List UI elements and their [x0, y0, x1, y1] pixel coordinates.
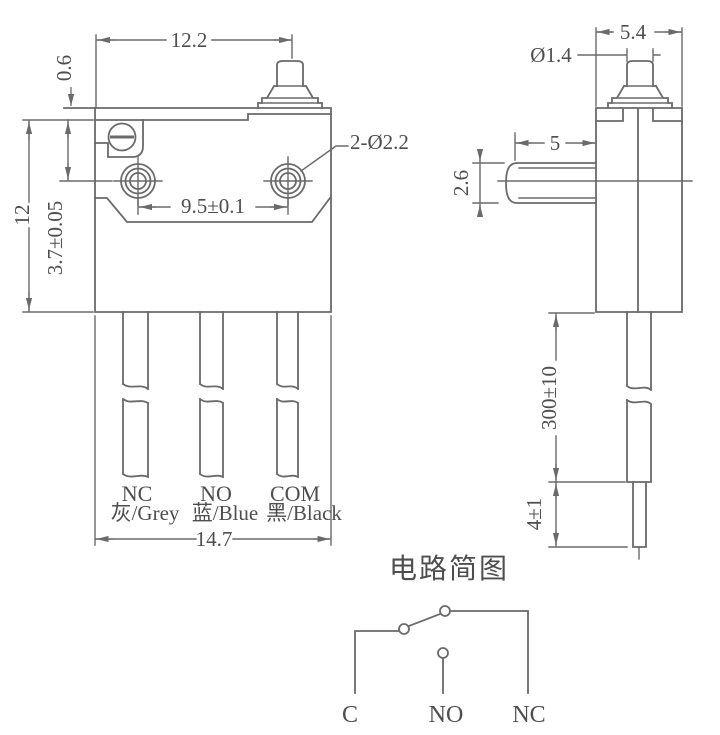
dim-hole-offset-label: 3.7±0.05	[43, 201, 67, 276]
dim-width-top: 12.2	[95, 28, 293, 109]
dim-wire-length-label: 300±10	[537, 366, 561, 430]
circuit-title: 电路简图	[389, 553, 509, 585]
dim-step: 0.6	[52, 55, 76, 106]
side-top-notches	[595, 108, 683, 122]
circuit-nc-line	[449, 610, 529, 694]
dim-boss-height: 2.6	[449, 149, 505, 217]
mounting-hole-left	[113, 156, 163, 206]
dim-depth-label: 5.4	[620, 20, 647, 44]
front-body-outline	[94, 107, 332, 313]
dim-strip-length-label: 4±1	[522, 498, 546, 531]
stripped-conductor	[632, 481, 647, 548]
dim-width-bottom-label: 14.7	[196, 527, 233, 551]
terminal-nc-label: NC	[122, 481, 153, 506]
dim-height-label: 12	[10, 205, 34, 226]
front-plunger-tier-lines	[261, 85, 319, 104]
dim-plunger-dia-label: Ø1.4	[530, 43, 572, 67]
dim-plunger-dia: Ø1.4	[530, 43, 661, 67]
screw-boss-outline	[94, 119, 144, 158]
front-wires	[121, 311, 300, 479]
side-wire	[625, 311, 653, 560]
dim-boss-length: 5	[514, 131, 597, 161]
front-groove-line	[94, 197, 332, 223]
dim-hole-spacing-label: 9.5±0.1	[181, 194, 245, 218]
circuit-nc-contact	[439, 605, 451, 617]
dim-strip-length: 4±1	[522, 481, 628, 548]
dim-boss-height-label: 2.6	[449, 170, 473, 196]
dim-boss-length-label: 5	[550, 131, 561, 155]
circuit-switch-blade	[407, 612, 442, 628]
dim-hole-offset: 3.7±0.05	[43, 119, 113, 276]
holes-callout-label: 2-Ø2.2	[350, 130, 409, 154]
terminal-no-label: NO	[200, 481, 232, 506]
circuit-terminal-no: NO	[429, 702, 464, 728]
front-top-parting-line	[94, 113, 332, 121]
wire-color-black: 黑/Black	[266, 501, 342, 525]
dim-width-bottom: 14.7	[94, 315, 332, 551]
side-body-outline	[595, 107, 683, 313]
terminal-com-label: COM	[270, 481, 320, 506]
side-plunger	[607, 60, 673, 109]
circuit-pivot-contact	[398, 623, 410, 635]
dim-height: 12	[10, 119, 94, 313]
dim-width-top-label: 12.2	[171, 28, 208, 52]
dim-step-label: 0.6	[52, 55, 76, 81]
circuit-diagram: 电路简图 C NO NC	[342, 553, 546, 728]
wire-color-blue: 蓝/Blue	[192, 501, 259, 525]
holes-callout: 2-Ø2.2	[300, 130, 409, 172]
screw-head	[107, 122, 137, 152]
side-boss-inner-lines	[518, 167, 597, 199]
dim-depth: 5.4	[595, 20, 683, 107]
circuit-c-line	[354, 630, 399, 694]
side-view: 5.4 Ø1.4 5 2.6 300±10	[449, 20, 693, 560]
side-plunger-tier-lines	[611, 85, 669, 104]
front-view: NC NO COM 灰/Grey 蓝/Blue 黑/Black 12.2 0.6…	[10, 28, 409, 551]
front-plunger	[257, 60, 323, 109]
circuit-no-contact	[437, 647, 449, 659]
circuit-terminal-nc: NC	[512, 702, 545, 728]
dim-hole-spacing: 9.5±0.1	[137, 194, 289, 218]
side-boss	[505, 162, 597, 204]
mounting-hole-right	[263, 156, 313, 206]
dim-wire-length: 300±10	[537, 312, 626, 483]
wire-color-grey: 灰/Grey	[111, 501, 180, 525]
circuit-terminal-c: C	[342, 702, 358, 728]
